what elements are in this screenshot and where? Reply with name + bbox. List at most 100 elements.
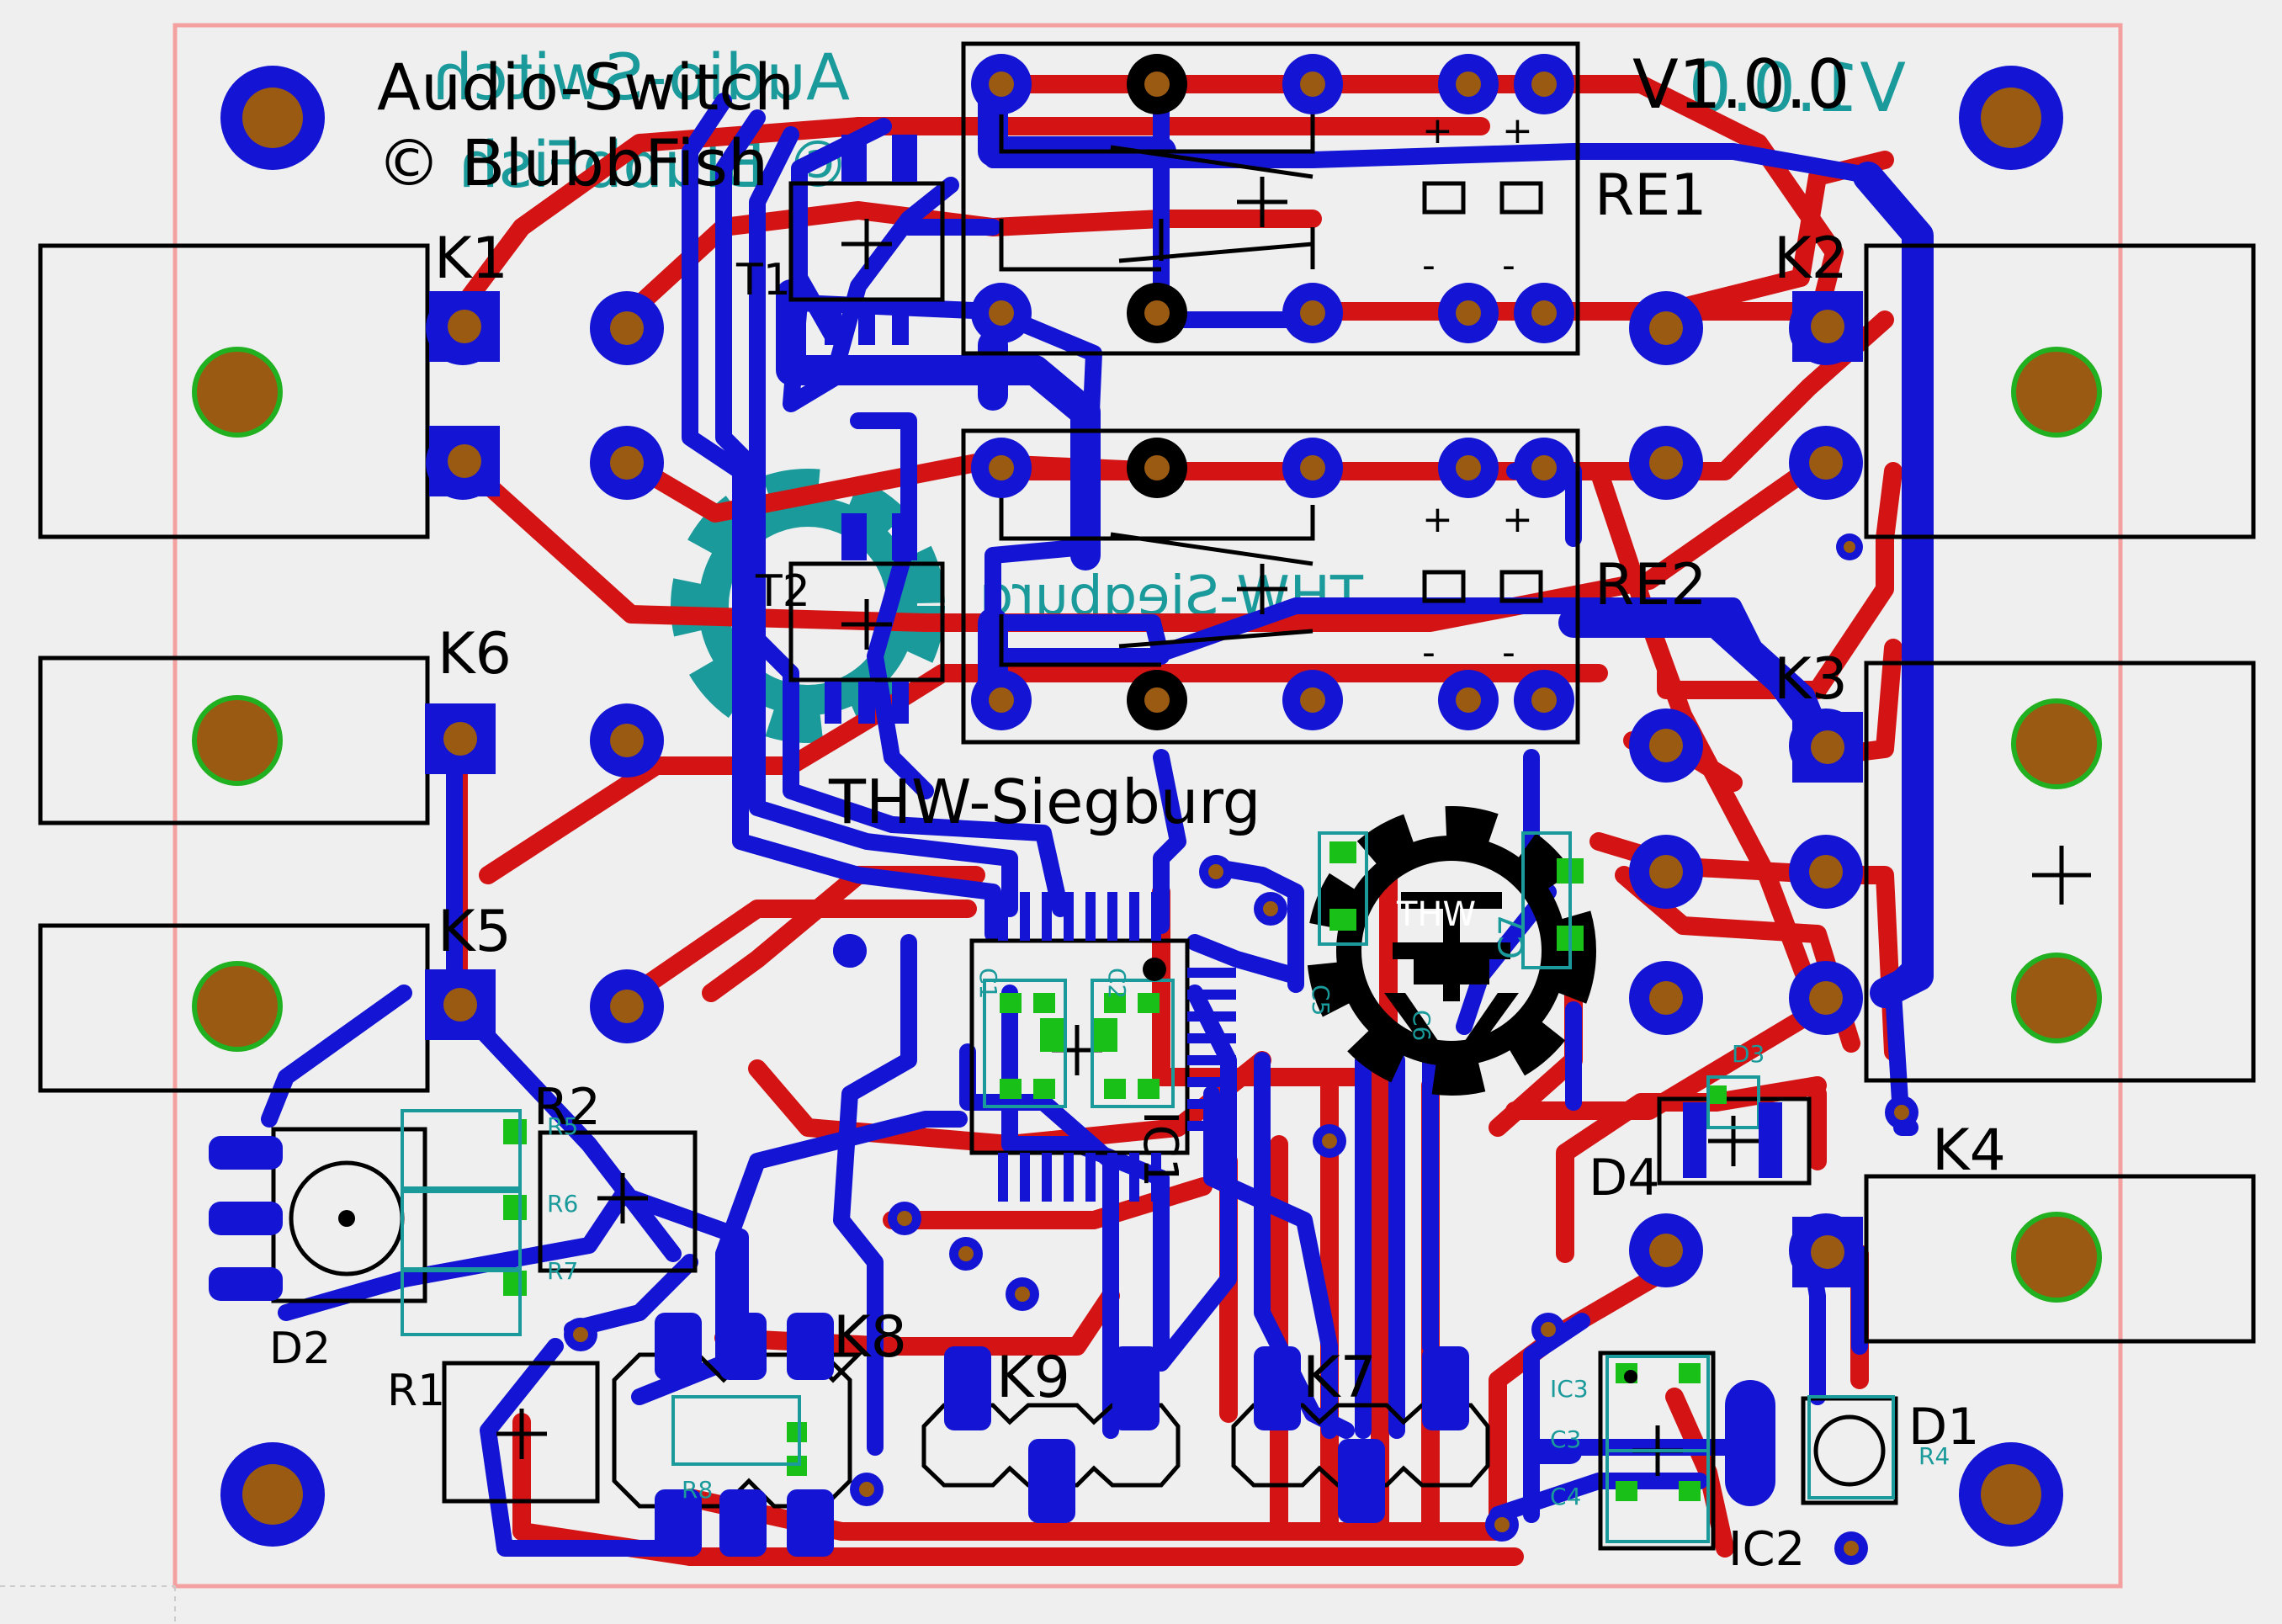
relay-re1-outline bbox=[961, 41, 1580, 356]
top-trace bbox=[714, 1287, 1120, 1356]
label-c1: C1 bbox=[974, 968, 1002, 999]
label-k2: K2 bbox=[1774, 226, 1848, 292]
board-title: Audio-Switch bbox=[377, 50, 794, 125]
mirrored-title-line1: Audio-Switch bbox=[433, 40, 850, 114]
top-trace bbox=[984, 310, 1894, 480]
board-outline bbox=[172, 23, 2123, 1589]
ic1-pin1-dot bbox=[1143, 958, 1166, 981]
label-r6: R6 bbox=[547, 1190, 578, 1218]
mirrored-version-text: V1.0.0 bbox=[1689, 49, 1906, 127]
mounting-hole-icon bbox=[220, 66, 2063, 1547]
connector-k4-outline bbox=[1864, 1174, 2256, 1344]
bottom-trace bbox=[480, 1338, 682, 1557]
transistor-t1-outline bbox=[788, 181, 945, 302]
top-trace bbox=[1556, 1076, 1827, 1263]
svg-text:+: + bbox=[1502, 109, 1533, 152]
power-trace bbox=[776, 279, 1101, 571]
label-k1: K1 bbox=[434, 226, 508, 292]
board-version: V1.0.0 bbox=[1632, 45, 1849, 124]
label-r1: R1 bbox=[387, 1366, 445, 1416]
silk-text: Audio-Switch © BlubbFish V1.0.0 THW-Sieg… bbox=[269, 45, 2006, 1577]
bottom-trace bbox=[833, 934, 917, 1456]
header-pads bbox=[209, 135, 1782, 1557]
bottom-trace bbox=[682, 93, 1001, 942]
bottom-copper-layer bbox=[261, 76, 1918, 1557]
board-org: THW-Siegburg bbox=[828, 767, 1260, 837]
svg-text:-: - bbox=[1502, 244, 1515, 287]
bottom-trace bbox=[278, 1186, 631, 1321]
svg-text:+: + bbox=[1502, 498, 1533, 541]
label-k9: K9 bbox=[996, 1345, 1070, 1411]
ic1-pins bbox=[998, 892, 1236, 1202]
label-k5: K5 bbox=[438, 899, 512, 965]
label-k6: K6 bbox=[438, 621, 512, 687]
label-d3: D3 bbox=[1732, 1040, 1765, 1068]
label-c6: C6 bbox=[1408, 1010, 1436, 1041]
ic2-outline bbox=[1598, 1351, 1716, 1551]
label-c7: C7 bbox=[1493, 915, 1531, 959]
bottom-trace bbox=[850, 412, 934, 799]
thw-gear-logo-icon bbox=[1307, 806, 1596, 1096]
top-trace bbox=[449, 117, 1490, 321]
label-k3: K3 bbox=[1774, 646, 1848, 713]
svg-text:+: + bbox=[1422, 498, 1453, 541]
smd-pads bbox=[503, 841, 1727, 1501]
tht-pads bbox=[192, 54, 2102, 1565]
connector-k3-outline bbox=[1864, 661, 2256, 1083]
label-k7: K7 bbox=[1303, 1345, 1377, 1411]
board-copyright: © BlubbFish bbox=[377, 125, 768, 200]
label-d1: D1 bbox=[1908, 1398, 1979, 1457]
label-k4: K4 bbox=[1932, 1117, 2006, 1184]
label-c2: C2 bbox=[1103, 968, 1131, 999]
label-k8: K8 bbox=[833, 1304, 907, 1371]
top-trace bbox=[1152, 866, 1398, 1086]
cross-marker-icon bbox=[496, 177, 2091, 1476]
label-t1: T1 bbox=[735, 255, 791, 305]
bottom-trace bbox=[1203, 858, 1304, 993]
mirrored-version: V1.0.0 bbox=[1689, 49, 1906, 127]
connector-k1-outline bbox=[38, 243, 430, 539]
label-r7: R7 bbox=[547, 1257, 578, 1285]
top-trace bbox=[449, 449, 1827, 632]
bottom-trace bbox=[446, 993, 682, 1262]
power-trace bbox=[1853, 162, 1934, 1008]
svg-text:-: - bbox=[1422, 631, 1436, 674]
bottom-trace bbox=[959, 1043, 1119, 1439]
ic1-outline bbox=[969, 938, 1190, 1155]
label-re2: RE2 bbox=[1595, 552, 1706, 618]
label-r2: R2 bbox=[533, 1078, 601, 1137]
d1-lens bbox=[1813, 1414, 1886, 1487]
vias bbox=[564, 533, 1918, 1565]
label-ic3: IC3 bbox=[1550, 1375, 1589, 1403]
bottom-trace bbox=[1153, 984, 1237, 1372]
svg-text:-: - bbox=[1502, 631, 1515, 674]
r2-outline bbox=[538, 1130, 698, 1273]
label-ic2: IC2 bbox=[1728, 1522, 1805, 1577]
bottom-trace bbox=[614, 1186, 749, 1321]
bottom-silk-footprints bbox=[401, 831, 1895, 1543]
label-re1: RE1 bbox=[1595, 162, 1706, 229]
connector-screw-pads bbox=[192, 347, 2102, 1303]
k7-header-outline bbox=[1231, 1403, 1490, 1488]
d2-wiper-dot bbox=[338, 1210, 355, 1227]
top-trace bbox=[479, 664, 1608, 884]
bottom-trace bbox=[1186, 934, 1304, 984]
bottom-trace bbox=[749, 126, 1069, 917]
top-trace bbox=[613, 900, 977, 1011]
label-c4: C4 bbox=[1550, 1483, 1581, 1510]
label-r4: R4 bbox=[1918, 1442, 1950, 1470]
relay-re2-outline bbox=[961, 428, 1580, 745]
transistor-t2-outline bbox=[788, 561, 945, 682]
relay-coil-pads bbox=[1127, 54, 1187, 730]
small-silk-labels: C1 C2 C5 C6 C7 R4 R5 R6 R7 R8 IC3 C3 C4 … bbox=[547, 915, 1950, 1510]
label-c5: C5 bbox=[1307, 984, 1335, 1016]
label-r8: R8 bbox=[682, 1476, 713, 1504]
label-c3: C3 bbox=[1550, 1425, 1581, 1453]
label-d4: D4 bbox=[1589, 1149, 1659, 1207]
svg-text:-: - bbox=[1422, 244, 1436, 287]
logo-letters: THW bbox=[1396, 895, 1476, 934]
label-t2: T2 bbox=[755, 566, 810, 617]
label-ic1: IC1 bbox=[1133, 1111, 1187, 1187]
bottom-trace bbox=[261, 984, 412, 1128]
r1-outline bbox=[442, 1361, 600, 1504]
